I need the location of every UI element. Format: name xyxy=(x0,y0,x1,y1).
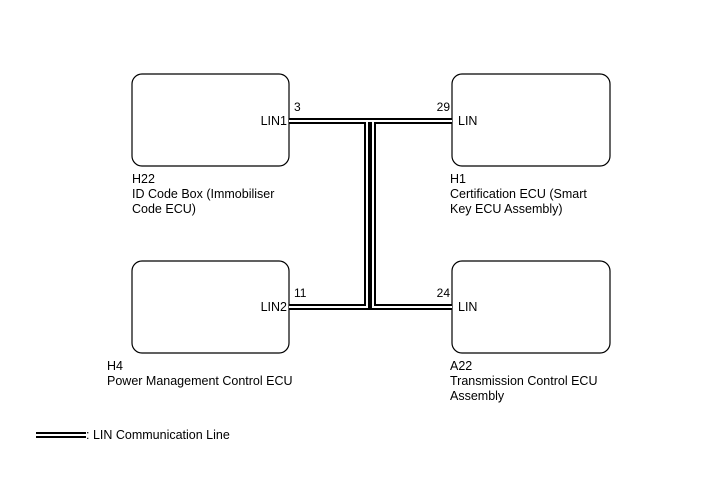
component-name-h1-line1: Certification ECU (Smart xyxy=(450,187,587,201)
pin-number-h4: 11 xyxy=(294,286,307,300)
pin-number-a22: 24 xyxy=(437,286,451,300)
component-name-h22-line1: ID Code Box (Immobiliser xyxy=(132,187,275,201)
port-label-h1: LIN xyxy=(458,114,477,128)
pin-number-h1: 29 xyxy=(437,100,451,114)
component-code-h4: H4 xyxy=(107,359,123,373)
lin-bus xyxy=(289,118,452,310)
caption-h4: H4 Power Management Control ECU xyxy=(107,359,293,389)
component-name-h4-line1: Power Management Control ECU xyxy=(107,374,293,388)
component-name-a22-line1: Transmission Control ECU xyxy=(450,374,598,388)
lin-line-legend-icon xyxy=(36,432,86,438)
pin-number-h22: 3 xyxy=(294,100,301,114)
port-label-h4: LIN2 xyxy=(261,300,287,314)
caption-a22: A22 Transmission Control ECU Assembly xyxy=(450,359,598,404)
component-name-h22-line2: Code ECU) xyxy=(132,202,196,216)
legend: : LIN Communication Line xyxy=(36,427,230,443)
component-name-h1-line2: Key ECU Assembly) xyxy=(450,202,563,216)
component-code-a22: A22 xyxy=(450,359,473,373)
component-code-h1: H1 xyxy=(450,172,466,186)
port-label-a22: LIN xyxy=(458,300,477,314)
caption-h22: H22 ID Code Box (Immobiliser Code ECU) xyxy=(132,172,274,217)
component-name-a22-line2: Assembly xyxy=(450,389,505,403)
component-code-h22: H22 xyxy=(132,172,155,186)
caption-h1: H1 Certification ECU (Smart Key ECU Asse… xyxy=(450,172,587,217)
legend-label: : LIN Communication Line xyxy=(86,428,230,442)
port-label-h22: LIN1 xyxy=(261,114,287,128)
